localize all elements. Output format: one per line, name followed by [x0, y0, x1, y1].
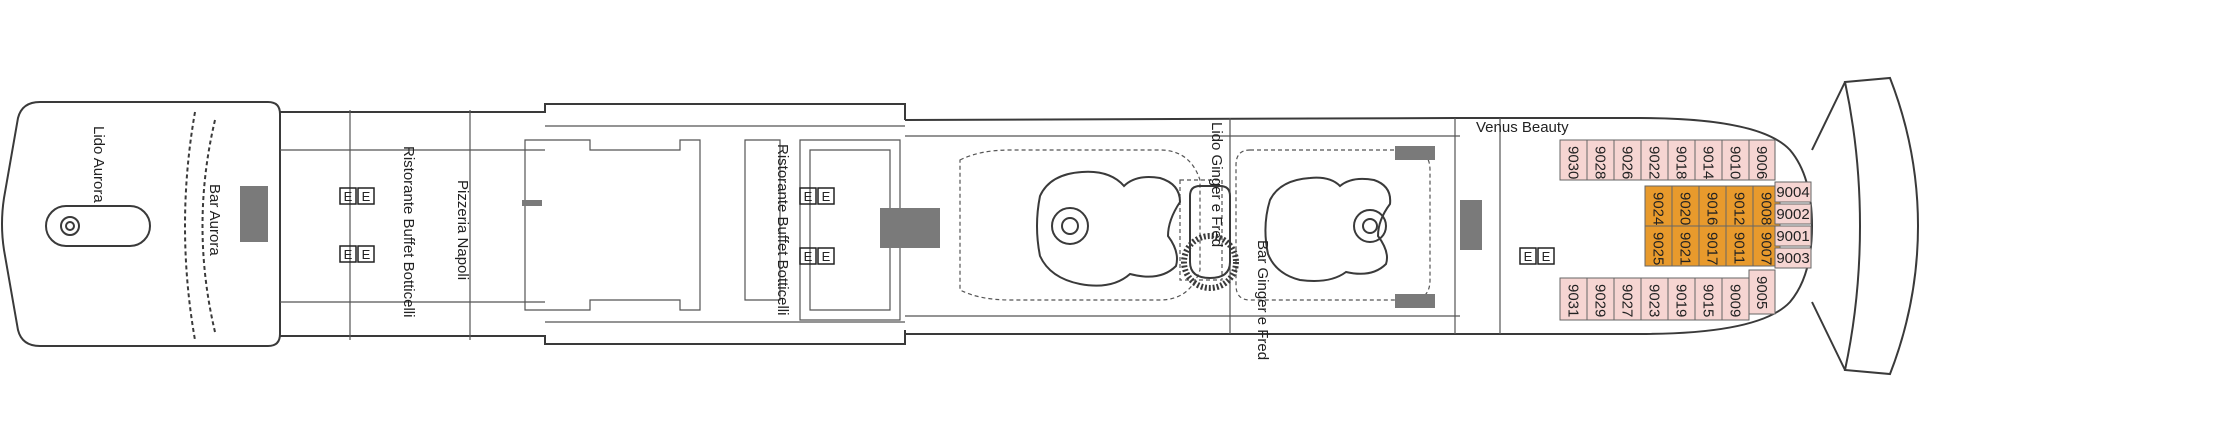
cabin-9028: [1586, 139, 1615, 181]
elevator-label: E: [804, 189, 813, 204]
elevator-label: E: [1542, 249, 1551, 264]
cabin-9011: [1725, 225, 1754, 267]
cabin-number: 9024: [1650, 192, 1667, 225]
cabin-number: 9026: [1619, 146, 1636, 179]
cabin-9003: [1774, 247, 1812, 269]
cabin-9031: [1559, 277, 1588, 321]
cabin-9023: [1640, 277, 1669, 321]
pool-deck-outlines: [959, 149, 1431, 301]
bar-aurora-label: Bar Aurora: [206, 184, 223, 256]
cabin-9004: [1774, 181, 1812, 203]
bar-ginger-counter: [1181, 185, 1239, 291]
cabin-9012: [1725, 185, 1754, 227]
cabin-9029: [1586, 277, 1615, 321]
cabin-block: 9030 9028 9026 9022 9018 9014 9010 9024 9020 9016…: [1559, 139, 1812, 321]
cabin-number: 9008: [1758, 192, 1775, 225]
cabin-number: 9017: [1704, 232, 1721, 265]
cabin-number: 9016: [1704, 192, 1721, 225]
cabin-number: 9025: [1650, 232, 1667, 265]
cabin-9006: [1748, 139, 1776, 181]
cabin-9020: [1671, 185, 1700, 227]
cabin-9022: [1640, 139, 1669, 181]
stairs: [240, 146, 1482, 308]
elevator-labels: E E E E E E E E E E: [344, 189, 1551, 264]
cabin-number: 9020: [1677, 192, 1694, 225]
pizzeria-napoli-label: Pizzeria Napoli: [454, 180, 471, 280]
cabin-number: 9015: [1700, 284, 1717, 317]
elevator-label: E: [822, 249, 831, 264]
cabin-number: 9010: [1727, 146, 1744, 179]
cabin-number: 9003: [1776, 250, 1809, 267]
cabin-number: 9018: [1673, 146, 1690, 179]
cabin-number: 9028: [1592, 146, 1609, 179]
elevator-label: E: [362, 247, 371, 262]
venus-beauty-label: Venus Beauty: [1476, 119, 1569, 136]
cabin-number: 9005: [1753, 276, 1770, 309]
cabin-number: 9011: [1731, 232, 1748, 264]
lido-ginger-label: Lido Ginger e Fred: [1208, 122, 1225, 247]
cabin-9014: [1694, 139, 1723, 181]
cabin-9017: [1698, 225, 1727, 267]
elevator-label: E: [344, 247, 353, 262]
hull-outline: [1, 76, 1920, 376]
cabin-number: 9012: [1731, 192, 1748, 225]
cabin-9019: [1667, 277, 1696, 321]
elevator-label: E: [804, 249, 813, 264]
cabin-number: 9014: [1700, 146, 1717, 179]
pool-forward: [1264, 176, 1392, 282]
bar-ginger-label: Bar Ginger e Fred: [1254, 240, 1271, 360]
cabin-9025: [1644, 225, 1673, 267]
cabin-9015: [1694, 277, 1723, 321]
cabin-number: 9023: [1646, 284, 1663, 317]
elevator-label: E: [1524, 249, 1533, 264]
elevator-label: E: [822, 189, 831, 204]
venue-labels: Lido Aurora Bar Aurora Ristorante Buffet…: [90, 119, 1569, 360]
cabin-number: 9004: [1776, 184, 1809, 201]
cabin-number: 9002: [1776, 206, 1809, 223]
elevators: [339, 187, 1555, 265]
cabin-number: 9027: [1619, 284, 1636, 317]
ristorante-botticelli-aft-label: Ristorante Buffet Botticelli: [400, 146, 417, 317]
cabin-9001: [1774, 225, 1812, 247]
cabin-number: 9030: [1565, 146, 1582, 179]
cabin-number: 9022: [1646, 146, 1663, 179]
cabin-number: 9029: [1592, 284, 1609, 317]
cabin-number: 9001: [1776, 228, 1809, 245]
ristorante-botticelli-fwd-label: Ristorante Buffet Botticelli: [774, 144, 791, 315]
elevator-label: E: [344, 189, 353, 204]
lido-aurora-feature: [45, 111, 216, 341]
cabin-9021: [1671, 225, 1700, 267]
lido-aurora-label: Lido Aurora: [90, 126, 107, 203]
pool-aft: [1036, 170, 1182, 287]
elevator-label: E: [362, 189, 371, 204]
cabin-9024: [1644, 185, 1673, 227]
cabin-9005: [1748, 269, 1776, 315]
cabin-number: 9009: [1727, 284, 1744, 317]
cabin-9002: [1774, 203, 1812, 225]
cabin-number: 9006: [1753, 146, 1770, 179]
cabin-number: 9021: [1677, 232, 1694, 265]
cabin-number: 9007: [1758, 232, 1775, 265]
cabin-number: 9031: [1565, 284, 1582, 317]
cabin-number: 9019: [1673, 284, 1690, 317]
